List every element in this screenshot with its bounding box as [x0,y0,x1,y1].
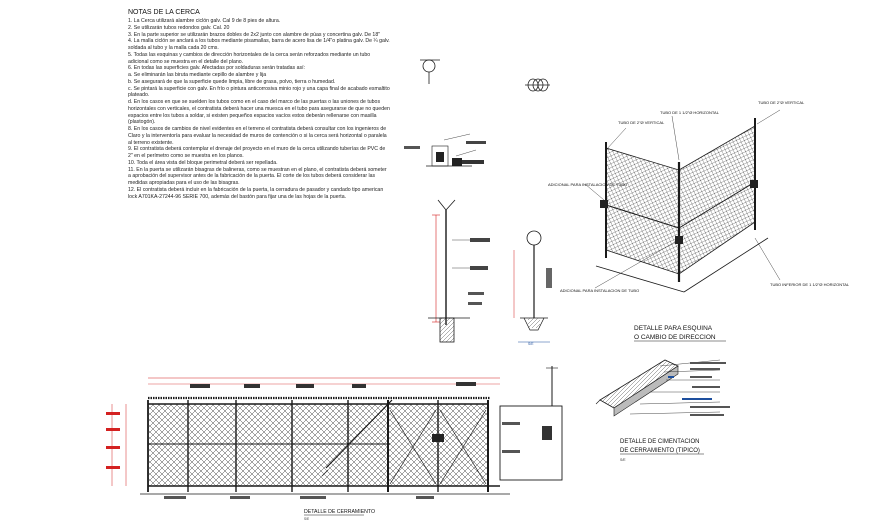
section-scale-label: S/E [528,342,534,346]
note-item: 8. En los casos de cambios de nivel evid… [128,126,387,146]
corner-detail-drawing [584,109,781,293]
note-item: b. Se asegurará de que la superficie que… [128,78,336,85]
elevation-drawing [106,366,563,499]
note-item: 5. Todas las esquinas y cambios de direc… [128,51,371,65]
foundation-title-line1: DETALLE DE CIMENTACION [620,439,699,445]
notes-title: NOTAS DE LA CERCA [128,9,200,16]
note-item: 4. La malla ciclón se anclará a los tubo… [128,38,390,51]
foundation-detail-drawing [595,359,730,417]
notes-block: NOTAS DE LA CERCA 1. La Cerca utilizará … [128,8,390,200]
label-adicional-left: ADICIONAL PARA INSTALACION DE TUBO [548,182,627,187]
elevation-scale: S/E [304,517,309,521]
corner-title-line1: DETALLE PARA ESQUINA [634,325,713,332]
label-tubo-2-vertical-left: TUBO DE 2"Ø VERTICAL [618,120,665,125]
note-item: 1. La Cerca utilizará alambre ciclón gal… [128,18,281,24]
note-item: 6. En todas las superficies galv. Afecta… [128,65,305,72]
post-top-detail [404,133,486,167]
corner-title-line2: O CAMBIO DE DIRECCION [634,334,716,341]
label-adicional-bottom: ADICIONAL PARA INSTALACION DE TUBO [560,288,639,293]
corner-labels: TUBO DE 2"Ø VERTICAL TUBO DE 1 1/2"Ø HOR… [548,100,850,293]
label-tubo-2-vertical-right: TUBO DE 2"Ø VERTICAL [758,100,805,105]
note-item: c. Se pintará la superficie con galv. En… [128,85,390,99]
note-item: 10. Toda el área vista del bloque perime… [128,159,278,166]
post-cap-detail [513,230,552,343]
notes-list: 1. La Cerca utilizará alambre ciclón gal… [128,18,390,200]
note-item: 11. En la puerta se utilizarán bisagras … [128,166,387,187]
label-tubo-inferior: TUBO INFERIOR DE 1 1/2"Ø HORIZONTAL [770,282,850,287]
elevation-title: DETALLE DE CERRAMIENTO [304,509,375,515]
note-item: 3. En la parte superior se utilizarán br… [128,31,381,38]
foundation-title-line2: DE CERRAMIENTO (TIPICO) [620,448,700,454]
note-item: 12. El contratista deberá incluir en la … [128,186,384,200]
note-item: 2. Se utilizarán tubos redondos galv. Ca… [128,24,230,31]
foundation-scale: S/E [620,458,626,462]
note-item: a. Se eliminarán las biruta mediante cep… [128,72,267,78]
top-hook-detail [420,59,440,84]
label-tubo-1-horizontal: TUBO DE 1 1/2"Ø HORIZONTAL [660,110,720,115]
note-item: 9. El contratista deberá contemplar el d… [128,146,386,159]
concertina-coil-detail [525,78,550,92]
note-item: d. En los casos en que se suelden los tu… [128,99,390,126]
fence-section-detail [428,199,490,343]
